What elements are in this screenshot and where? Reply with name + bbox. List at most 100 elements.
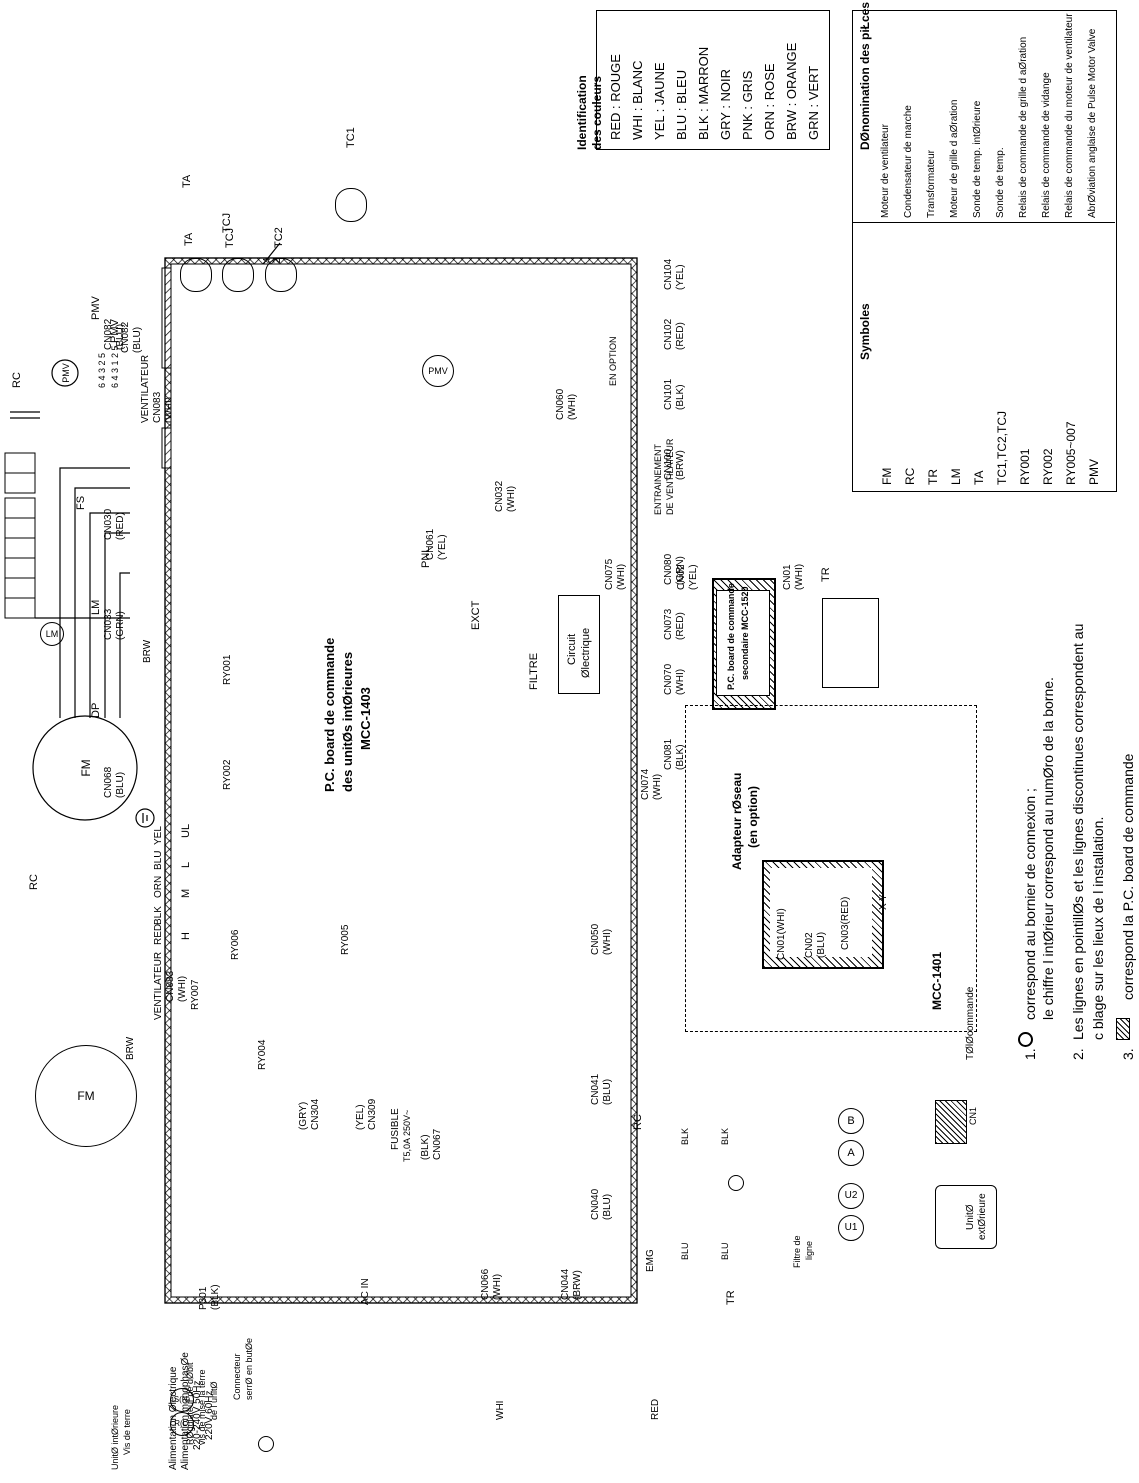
parts-name-5: Sonde de temp. bbox=[995, 147, 1006, 218]
cn01-name: CN01 bbox=[782, 564, 793, 590]
wire-red-label: RED bbox=[650, 1398, 661, 1420]
parts-name-9: AbrØviation anglaise de Pulse Motor Valv… bbox=[1087, 28, 1098, 218]
note3-text: correspond la P.C. board de commande bbox=[1120, 753, 1136, 1000]
speed-l-text: L bbox=[180, 861, 192, 868]
adapter-board-inner bbox=[770, 868, 872, 957]
note3-num: 3. bbox=[1120, 1048, 1136, 1060]
sensor-tcj: TCJ bbox=[221, 213, 233, 233]
terminal-rl: R(L) bbox=[170, 1412, 194, 1436]
cn075-color: (WHI) bbox=[616, 563, 627, 590]
cn104-color: (YEL) bbox=[675, 264, 686, 290]
cn01-color: (WHI) bbox=[794, 563, 805, 590]
color-row-2: YEL : JAUNE bbox=[652, 62, 667, 140]
fm-wire-blk: BLK bbox=[153, 906, 164, 925]
cn040-name: CN040 bbox=[590, 1188, 601, 1220]
parts-name-1: Condensateur de marche bbox=[903, 105, 914, 218]
wire-blk-b: BLK bbox=[720, 1127, 730, 1145]
cn032-color: (WHI) bbox=[506, 485, 517, 512]
note2-text-b: c blage sur les lieux de l installation. bbox=[1090, 816, 1106, 1040]
terminal-u2: U2 bbox=[838, 1183, 864, 1209]
wire-blu-a: BLU bbox=[680, 1242, 690, 1260]
parts-name-8: Relais de commande du moteur de ventilat… bbox=[1064, 13, 1075, 218]
vis-1: UnitØ intØrieure bbox=[110, 1404, 120, 1470]
parts-table-divider bbox=[852, 222, 1115, 223]
terminal-circle-icon bbox=[1018, 1032, 1033, 1047]
parts-name-6: Relais de commande de grille d aØration bbox=[1018, 36, 1029, 218]
cn309-color-text: (YEL) bbox=[355, 1104, 366, 1130]
parts-symbol-4: TA bbox=[972, 470, 986, 485]
parts-name-7: Relais de commande de vidange bbox=[1041, 72, 1052, 218]
cn100-color: (BRW) bbox=[675, 450, 686, 480]
cn033-name: CN033 bbox=[103, 608, 114, 640]
cn083-color: (WHI) bbox=[177, 975, 188, 1002]
cn041-color: (BLU) bbox=[602, 1078, 613, 1105]
drive-label-2: DE VENTILATEUR bbox=[665, 438, 675, 515]
parts-name-4: Sonde de temp. intØrieure bbox=[972, 100, 983, 218]
cn067-text: CN067 bbox=[432, 1128, 443, 1160]
cn044-name: CN044 bbox=[560, 1268, 571, 1300]
wire-whi-label: WHI bbox=[495, 1400, 506, 1420]
fuse-text-2: T5,0A 250V~ bbox=[402, 1109, 412, 1162]
adapter-xy: X Y bbox=[878, 894, 889, 910]
terminal-b: B bbox=[838, 1108, 864, 1134]
ground-icon bbox=[135, 808, 155, 828]
fm-terminal-strip bbox=[4, 452, 36, 619]
cn066-name: CN066 bbox=[480, 1268, 491, 1300]
circuit-line2: Ølectrique bbox=[580, 627, 592, 678]
color-row-7: ORN : ROSE bbox=[762, 63, 777, 140]
tcj-label: TCJ bbox=[224, 227, 236, 248]
adapter-model: MCC-1401 bbox=[930, 951, 944, 1010]
secondary-line2: secondaire MCC-1520 bbox=[740, 586, 750, 680]
cn068-name: CN068 bbox=[103, 766, 114, 798]
wiring-lines bbox=[164, 257, 638, 1304]
color-row-5: GRY : NOIR bbox=[718, 68, 733, 140]
note1-text-a: correspond au bornier de connexion ; bbox=[1022, 788, 1038, 1020]
unit-ext-1: UnitØ bbox=[965, 1204, 976, 1230]
cn033-color: (GRN) bbox=[115, 611, 126, 640]
note1-text-b: le chiffre l intØrieur correspond au num… bbox=[1040, 677, 1056, 1020]
color-row-0: RED : ROUGE bbox=[608, 54, 623, 140]
parts-table bbox=[852, 10, 1117, 492]
adapter-cn03: CN03(RED) bbox=[840, 896, 851, 950]
cn102-name: CN102 bbox=[663, 318, 674, 350]
fm-wire-yel: YEL bbox=[153, 826, 164, 845]
cn074-name: CN074 bbox=[640, 768, 651, 800]
parts-symbol-0: FM bbox=[880, 467, 894, 485]
cn304-color-text: (GRY) bbox=[298, 1101, 309, 1130]
filtre-line1: Filtre de bbox=[792, 1235, 802, 1268]
exct-label: EXCT bbox=[470, 600, 482, 630]
alim-1: Alimentation Ølectrique bbox=[168, 1366, 179, 1470]
ta-sensor-icon bbox=[180, 258, 212, 292]
telecommande-cn1 bbox=[935, 1100, 967, 1144]
tc2-label: TC2 bbox=[273, 227, 285, 248]
parts-header-symbol: Symboles bbox=[858, 303, 872, 360]
ac-in-label: AC IN bbox=[360, 1278, 371, 1305]
adapter-cn02: CN02 bbox=[804, 932, 815, 958]
ry002-text: RY002 bbox=[222, 759, 233, 790]
cn082-name: CN082 bbox=[103, 318, 114, 350]
color-table-title1: Identification bbox=[575, 75, 589, 150]
tr-label: TR bbox=[820, 567, 832, 582]
color-row-8: BRW : ORANGE bbox=[784, 42, 799, 140]
speed-ul-text: UL bbox=[180, 823, 192, 838]
tc2-sensor-icon bbox=[265, 258, 297, 292]
cn060-name: CN060 bbox=[555, 388, 566, 420]
pmv-motor-icon bbox=[51, 359, 79, 387]
ground-terminal-icon bbox=[258, 1436, 274, 1452]
ry005-text: RY005 bbox=[340, 924, 351, 955]
cn304-text: CN304 bbox=[310, 1098, 321, 1130]
hatch-swatch-icon bbox=[1116, 1018, 1130, 1040]
fs-label: FS bbox=[75, 495, 87, 510]
cn073-name: CN073 bbox=[663, 608, 674, 640]
filtre-line2: ligne bbox=[804, 1240, 814, 1260]
cn061-color: (YEL) bbox=[437, 534, 448, 560]
cn081-name: CN081 bbox=[663, 738, 674, 770]
option-label: EN OPTION bbox=[608, 336, 618, 386]
pmv-motor-circle-icon: PMV bbox=[422, 355, 454, 387]
speed-h-text: H bbox=[180, 932, 192, 940]
telecommande-label: TØlØcommande bbox=[965, 986, 976, 1060]
parts-symbol-3: LM bbox=[949, 468, 963, 485]
fm-motor-icon bbox=[32, 715, 138, 821]
